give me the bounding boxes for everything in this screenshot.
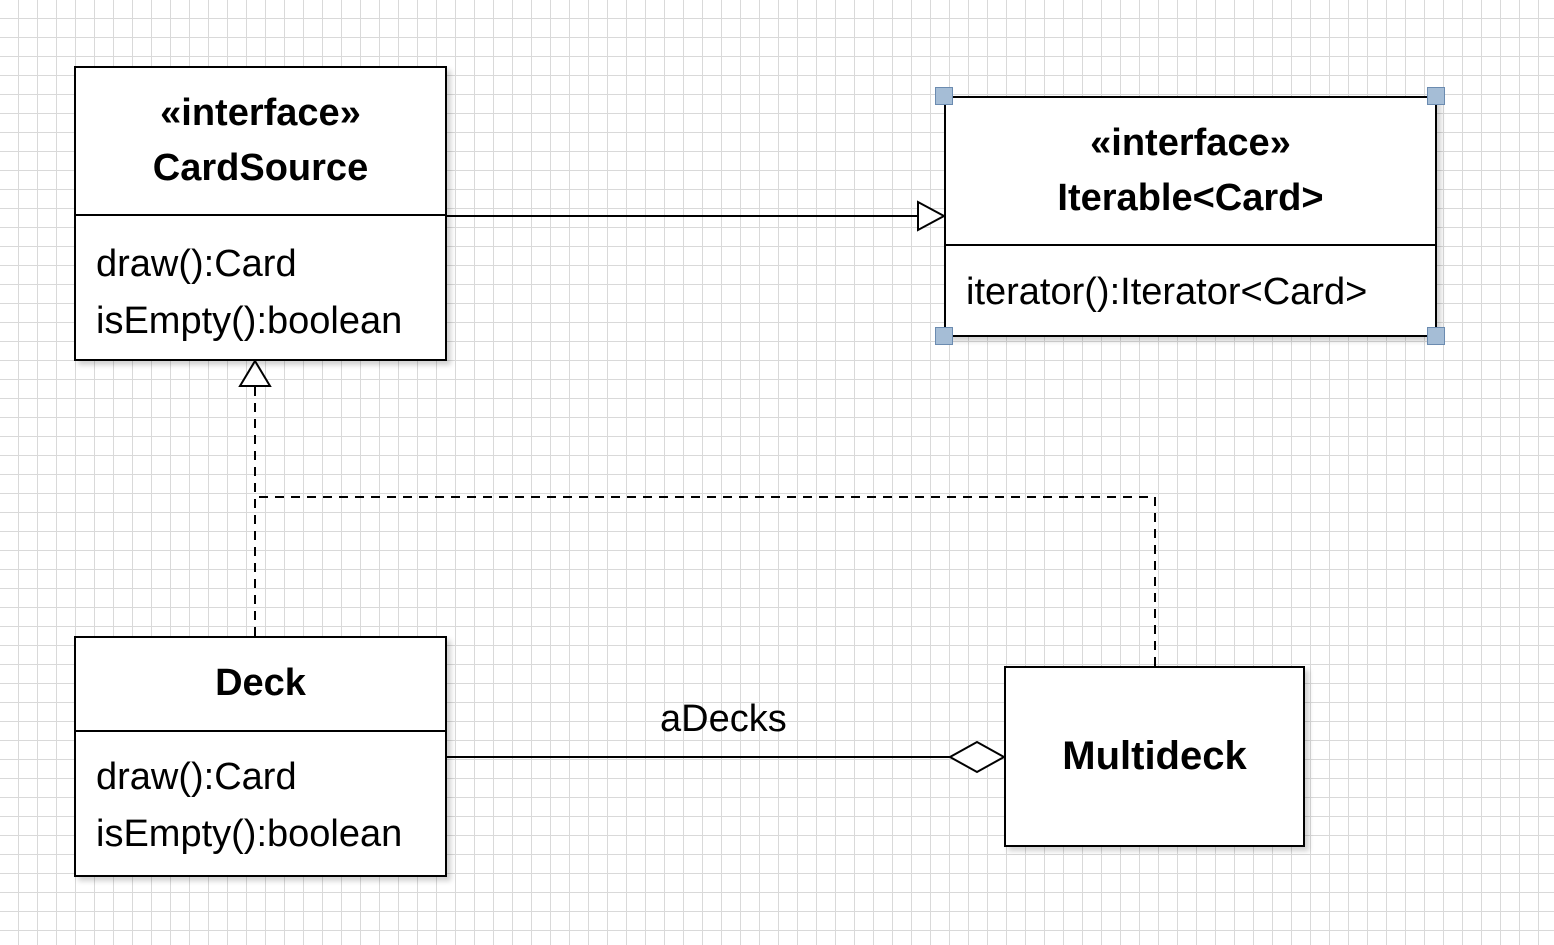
method: draw():Card [96, 756, 297, 798]
class-name: CardSource [152, 147, 369, 189]
class-header: «interface» Iterable<Card> [946, 98, 1435, 246]
class-name: Deck [215, 662, 306, 705]
resize-handle-bottom-left[interactable] [935, 327, 953, 345]
class-header: «interface» CardSource [76, 68, 445, 216]
method: isEmpty():boolean [96, 300, 403, 342]
class-header: Deck [76, 638, 445, 732]
class-deck[interactable]: Deck draw():Card isEmpty():boolean [74, 636, 447, 877]
stereotype-label: «interface» [160, 91, 361, 134]
resize-handle-top-right[interactable] [1427, 87, 1445, 105]
class-cardsource[interactable]: «interface» CardSource draw():Card isEmp… [74, 66, 447, 361]
class-methods: iterator():Iterator<Card> [946, 246, 1435, 321]
class-name: Iterable<Card> [1057, 177, 1324, 219]
class-multideck[interactable]: Multideck [1004, 666, 1305, 847]
realization-arrowhead [238, 359, 272, 387]
aggregation-diamond [947, 740, 1007, 774]
class-methods: draw():Card isEmpty():boolean [76, 732, 445, 863]
generalization-arrowhead [917, 200, 947, 232]
resize-handle-top-left[interactable] [935, 87, 953, 105]
method: iterator():Iterator<Card> [966, 271, 1368, 313]
method: isEmpty():boolean [96, 813, 403, 855]
class-methods: draw():Card isEmpty():boolean [76, 216, 445, 350]
class-name: Multideck [1062, 734, 1247, 778]
realization-line-multideck[interactable] [255, 496, 1156, 666]
class-iterable[interactable]: «interface» Iterable<Card> iterator():It… [944, 96, 1437, 337]
resize-handle-bottom-right[interactable] [1427, 327, 1445, 345]
method: draw():Card [96, 243, 297, 285]
association-label: aDecks [660, 698, 787, 740]
stereotype-label: «interface» [1090, 121, 1291, 164]
